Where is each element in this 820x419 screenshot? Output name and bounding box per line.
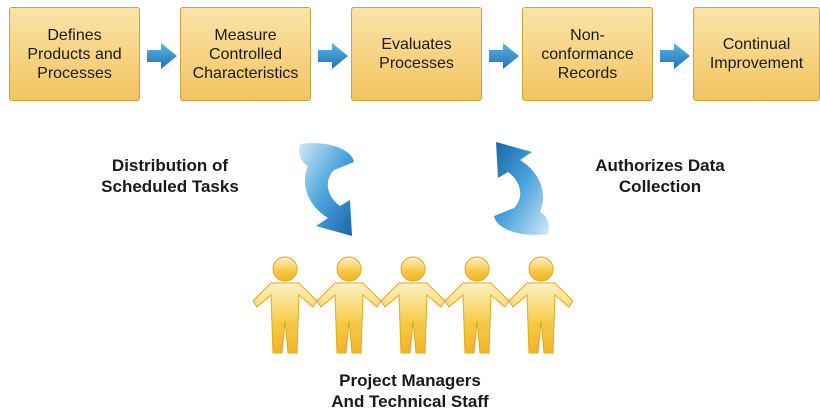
authorizes-label: Authorizes Data Collection	[595, 156, 725, 196]
process-step-4-label: Non- conformance Records	[541, 26, 634, 82]
process-step-3: Evaluates Processes	[351, 7, 482, 101]
process-step-2-label: Measure Controlled Characteristics	[192, 26, 299, 82]
right-arrow-icon	[489, 43, 519, 69]
curved-arrow-down-icon	[299, 143, 354, 236]
process-step-1-label: Defines Products and Processes	[27, 26, 122, 82]
team-label: Project Managers And Technical Staff	[331, 371, 489, 411]
process-step-5-label: Continual Improvement	[709, 36, 804, 72]
process-step-1: Defines Products and Processes	[9, 7, 140, 101]
distribution-label: Distribution of Scheduled Tasks	[101, 156, 239, 196]
process-step-4: Non- conformance Records	[522, 7, 653, 101]
right-arrow-icon	[660, 43, 690, 69]
process-step-5: Continual Improvement	[693, 7, 820, 101]
paper-people-icon	[253, 256, 573, 354]
process-step-3-label: Evaluates Processes	[379, 36, 454, 72]
right-arrow-icon	[318, 43, 348, 69]
right-arrow-icon	[147, 43, 177, 69]
process-step-2: Measure Controlled Characteristics	[180, 7, 311, 101]
curved-arrow-up-icon	[494, 142, 549, 235]
